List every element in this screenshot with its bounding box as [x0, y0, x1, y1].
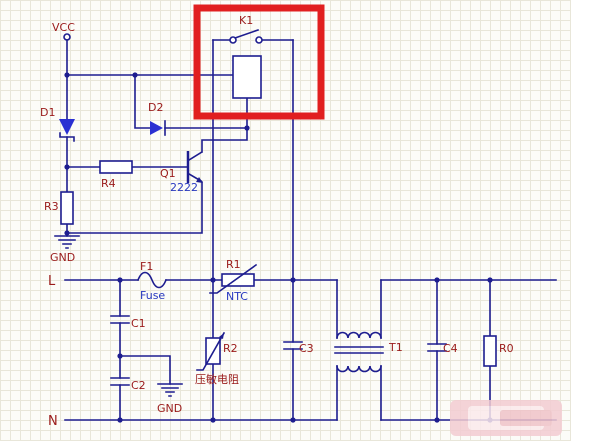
ntc-r1: R1 NTC: [209, 258, 258, 303]
relay-k1: K1: [229, 14, 263, 99]
relay-switch-arm: [233, 28, 260, 40]
junction-dot: [434, 277, 440, 283]
junction-dot: [434, 417, 440, 423]
junction-dot: [64, 164, 70, 170]
r0-body: [483, 335, 497, 367]
junction-dot: [132, 72, 138, 78]
diode-d2: D2: [148, 101, 166, 136]
junction-dot: [210, 277, 216, 283]
d2-triangle-icon: [150, 121, 163, 135]
r1-body: [221, 273, 255, 287]
resistor-r3: R3: [44, 191, 74, 225]
gnd-left-bars-icon: [54, 235, 80, 249]
fuse-symbol: [136, 271, 168, 289]
t1-top-winding-icon: [336, 331, 382, 339]
label-t1: T1: [388, 341, 403, 354]
label-gnd-mid: GND: [157, 402, 182, 415]
label-r3: R3: [44, 200, 59, 213]
c4-plates-icon: [427, 343, 447, 352]
junction-dot: [210, 417, 216, 423]
watermark-block: [500, 410, 552, 426]
highlight-box: [193, 4, 325, 120]
vcc-power-port: VCC: [52, 21, 75, 41]
junction-dot: [117, 353, 123, 359]
junction-dot: [64, 72, 70, 78]
gnd-mid-branch-wire: [119, 355, 171, 385]
label-d2: D2: [148, 101, 163, 114]
label-k1: K1: [239, 14, 253, 27]
resistor-r0: R0: [483, 335, 514, 367]
gnd-mid-bars-icon: [157, 383, 183, 397]
junction-dot: [487, 277, 493, 283]
q1-emitter-arrow-icon: [196, 177, 203, 183]
label-f1: F1: [140, 260, 153, 273]
d1-cathode-bar: [59, 132, 75, 142]
r4-body: [99, 160, 133, 174]
r3-body: [60, 191, 74, 225]
d1-triangle-icon: [59, 119, 75, 135]
varistor-r2: R2 压敏电阻: [195, 331, 239, 386]
label-gnd-left: GND: [50, 251, 75, 264]
c2-plates-icon: [110, 377, 130, 386]
label-c3: C3: [299, 342, 314, 355]
label-f1-value: Fuse: [140, 289, 165, 302]
watermark: [450, 400, 562, 436]
junction-dots: [64, 72, 493, 423]
label-r2-value: 压敏电阻: [195, 372, 239, 386]
label-r0: R0: [499, 342, 514, 355]
capacitor-c2: C2: [110, 377, 146, 392]
diode-d1: D1: [40, 106, 75, 142]
capacitor-c1: C1: [110, 315, 146, 330]
junction-dot: [290, 417, 296, 423]
fuse-f1: F1 Fuse: [140, 260, 165, 302]
d2-branch-wire: [134, 74, 248, 129]
junction-dot: [290, 277, 296, 283]
label-d1: D1: [40, 106, 55, 119]
gnd-symbol-mid: GND: [157, 383, 183, 415]
label-r2: R2: [223, 342, 238, 355]
label-q1-value: 2222: [170, 181, 198, 194]
label-vcc: VCC: [52, 21, 75, 34]
relay-coil-body: [232, 55, 262, 99]
r2-varistor-strike: [196, 331, 226, 371]
label-r1: R1: [226, 258, 241, 271]
t1-connection-wires: [336, 279, 382, 421]
label-net-l: L: [48, 274, 56, 289]
r1-ntc-strike: [209, 263, 258, 294]
label-r4: R4: [101, 177, 116, 190]
junction-dot: [64, 230, 70, 236]
capacitor-c3: C3: [283, 341, 314, 355]
label-c4: C4: [443, 342, 458, 355]
label-c1: C1: [131, 317, 146, 330]
r2-arrow-icon: [219, 333, 224, 339]
c1-plates-icon: [110, 315, 130, 324]
label-net-n: N: [48, 414, 58, 429]
t1-bottom-winding-icon: [336, 365, 382, 373]
relay-contact-right: [255, 36, 263, 44]
junction-dot: [117, 417, 123, 423]
junction-dot: [244, 125, 250, 131]
c3-plates-icon: [283, 341, 303, 350]
capacitor-c4: C4: [427, 342, 458, 355]
vcc-port-icon: [63, 33, 71, 41]
gnd-symbol-left: GND: [50, 235, 80, 264]
resistor-r4: R4: [99, 160, 133, 190]
label-r1-value: NTC: [226, 290, 248, 303]
page-margin: [571, 0, 602, 441]
t1-core-lines: [334, 346, 384, 354]
transformer-t1: T1: [334, 331, 403, 373]
wires: [64, 39, 557, 421]
transistor-q1: Q1 2222: [160, 151, 203, 194]
junction-dot: [117, 277, 123, 283]
relay-contact-left: [229, 36, 237, 44]
label-c2: C2: [131, 379, 146, 392]
label-q1: Q1: [160, 167, 176, 180]
